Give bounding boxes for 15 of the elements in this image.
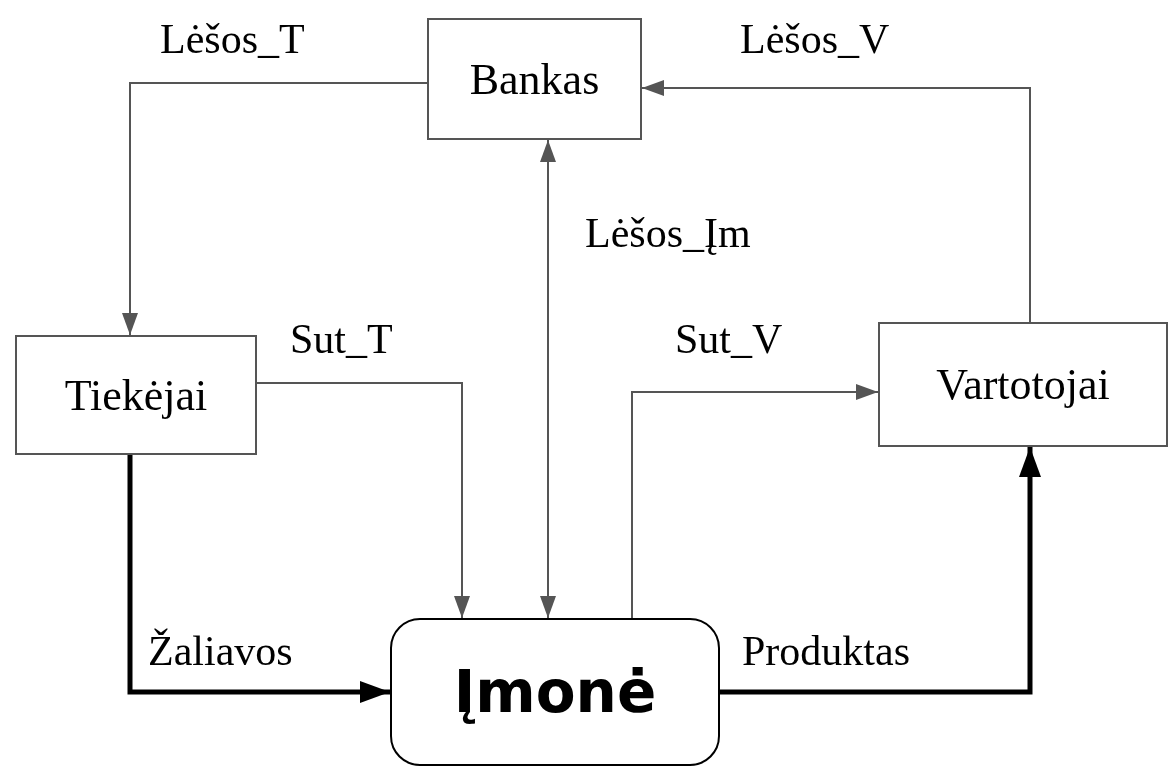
process-box — [15, 335, 257, 455]
node-label: Bankas — [469, 53, 600, 105]
rounded-box — [390, 618, 720, 766]
node-label: Įmonė — [453, 658, 657, 726]
arrow — [540, 139, 556, 619]
arrow — [127, 455, 390, 703]
arrow — [641, 80, 1031, 323]
arrow — [256, 382, 470, 619]
arrow — [122, 82, 428, 336]
arrow — [631, 384, 879, 619]
process-box — [878, 322, 1168, 447]
arrow — [720, 447, 1041, 695]
process-box — [427, 18, 642, 140]
node-label: Vartotojai — [936, 359, 1110, 410]
node-label: Tiekėjai — [64, 369, 208, 421]
